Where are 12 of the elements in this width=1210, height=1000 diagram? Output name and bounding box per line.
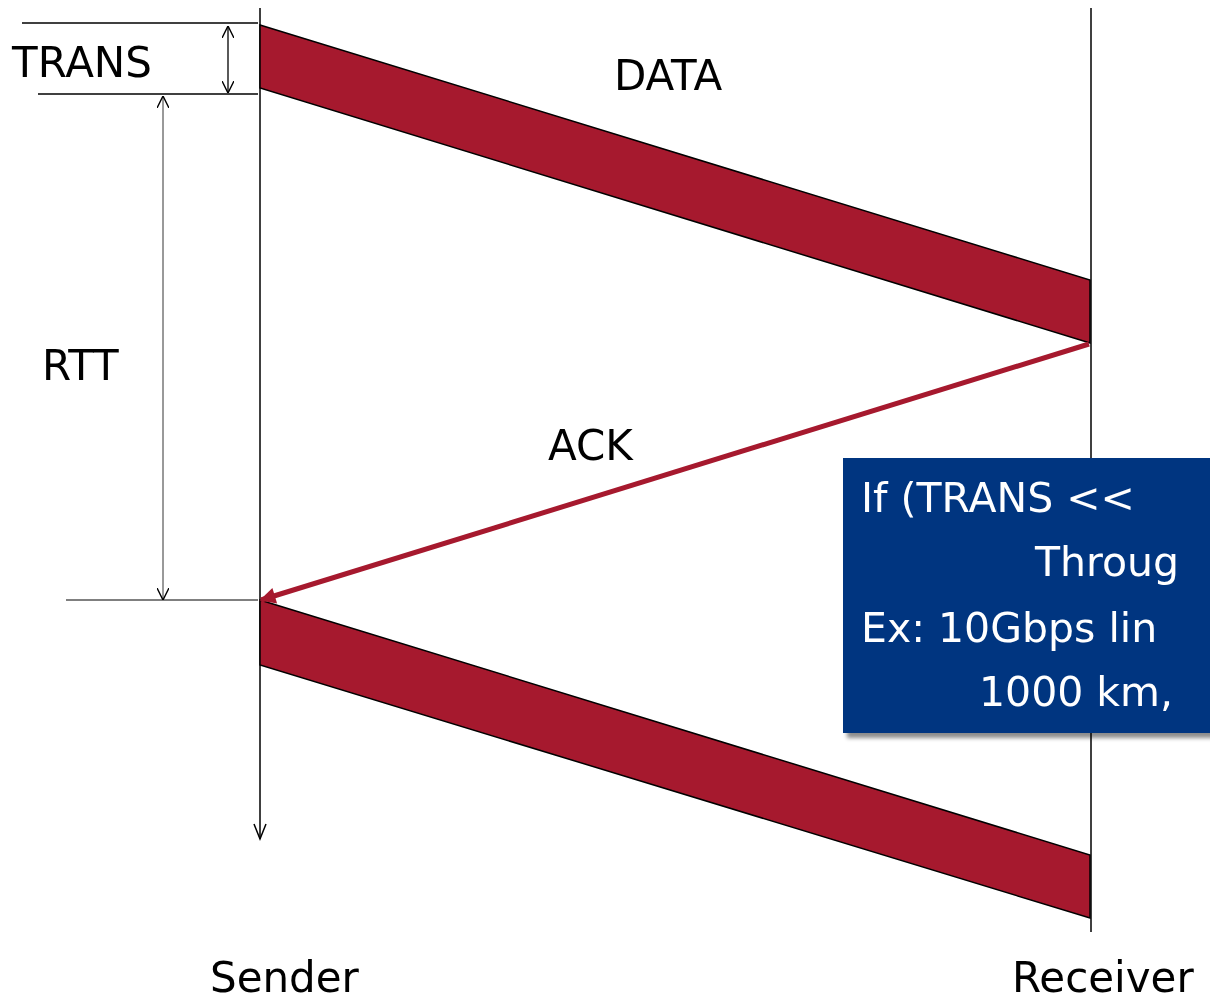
packet-label: DATA (614, 55, 723, 97)
note-box (843, 458, 1210, 733)
packet-band (259, 24, 1091, 344)
arrow (259, 341, 1090, 604)
note-text: 1000 km, (979, 672, 1174, 713)
dimension-label: RTT (42, 345, 119, 387)
note-text: If (TRANS << (861, 478, 1135, 519)
note-text: Throug (1035, 542, 1180, 583)
timeline-label: Sender (210, 957, 359, 999)
dimension-label: TRANS (12, 42, 152, 84)
timeline-label: Receiver (1012, 957, 1194, 999)
note-text: Ex: 10Gbps lin (861, 608, 1158, 649)
